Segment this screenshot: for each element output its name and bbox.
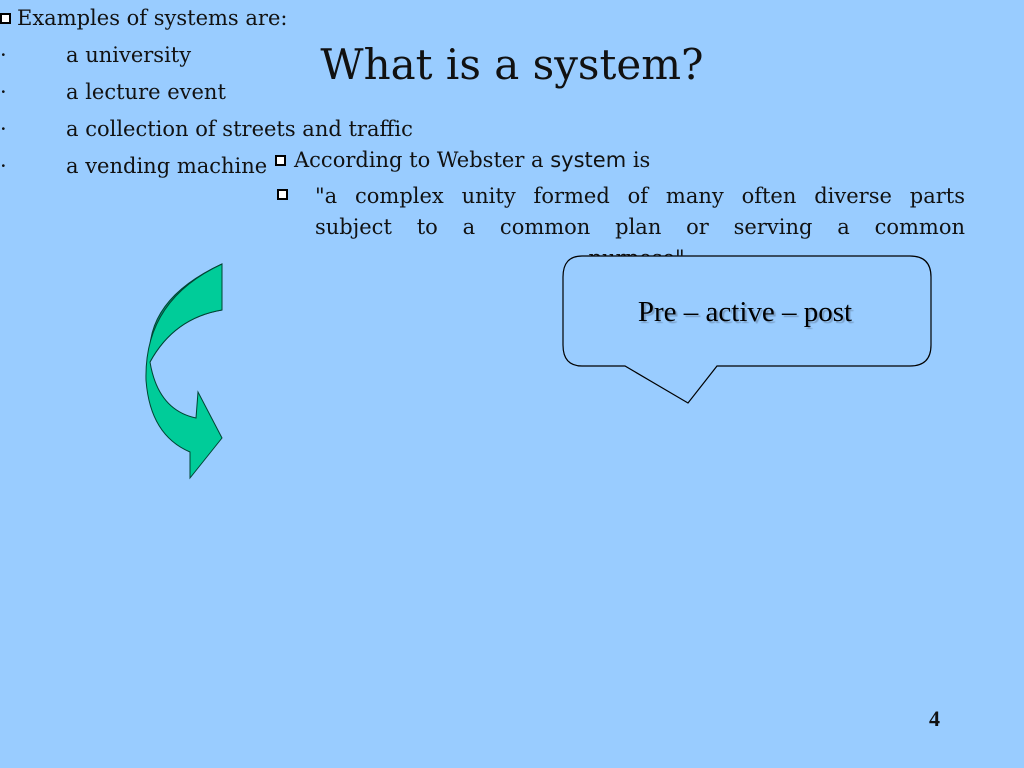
list-item: · a university [0, 37, 540, 74]
bullet-dot: · [0, 154, 7, 178]
bullet-dot: · [0, 80, 7, 104]
checkbox-bullet-icon [277, 189, 288, 200]
checkbox-bullet-icon [275, 155, 286, 166]
curved-arrow-icon [145, 263, 223, 480]
quote-line-2: subject to a common plan or serving a co… [315, 215, 965, 239]
example-item-text: a university [66, 43, 192, 67]
list-item: · a lecture event [0, 74, 540, 111]
definition-term: system [550, 148, 627, 172]
list-item: · a vending machine [0, 148, 540, 185]
examples-heading: Examples of systems are: [17, 6, 288, 30]
example-item-text: a collection of streets and traffic [66, 117, 413, 141]
example-item-text: a vending machine [66, 154, 268, 178]
page-number: 4 [929, 706, 940, 731]
example-item-text: a lecture event [66, 80, 226, 104]
examples-heading-row: Examples of systems are: [0, 0, 540, 37]
speech-bubble [562, 255, 932, 404]
quote-line-1: "a complex unity formed of many often di… [315, 184, 965, 208]
bullet-dot: · [0, 117, 7, 141]
bullet-dot: · [0, 43, 7, 67]
definition-bullet: According to Webster a system is [275, 145, 965, 176]
checkbox-bullet-icon [0, 13, 11, 24]
list-item: · a collection of streets and traffic [0, 111, 540, 148]
slide-title: What is a system? [320, 40, 704, 89]
examples-list: Examples of systems are: · a university ·… [0, 0, 540, 185]
definition-suffix: is [626, 148, 651, 172]
callout-text: Pre – active – post [637, 296, 853, 328]
definition-prefix: According to Webster a [294, 148, 551, 172]
